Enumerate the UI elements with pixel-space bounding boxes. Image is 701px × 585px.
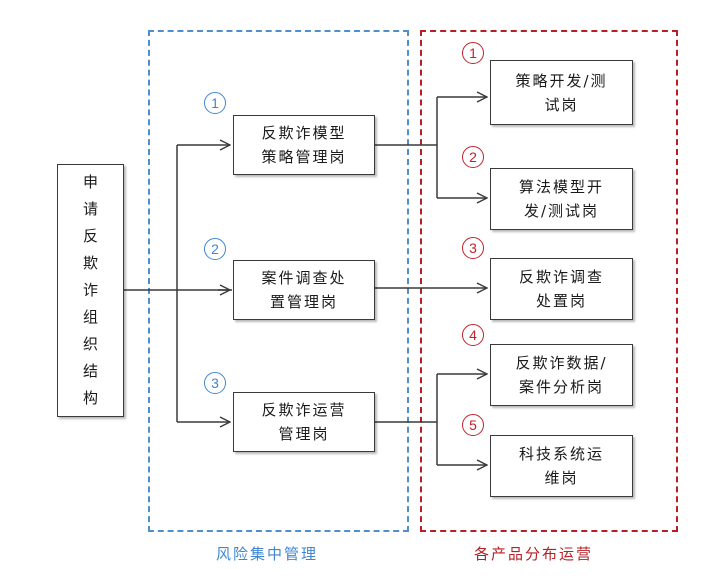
product-role-5-node: 科技系统运 维岗	[490, 435, 633, 497]
product-role-4-number-marker: 4	[462, 324, 484, 346]
product-role-2-label: 算法模型开 发/测试岗	[518, 178, 604, 220]
root-label-char: 结	[82, 362, 98, 380]
risk-role-2-number: 2	[211, 241, 219, 257]
risk-role-3-number-marker: 3	[204, 372, 226, 394]
product-role-5-number-marker: 5	[462, 414, 484, 436]
risk-role-3-number: 3	[211, 375, 219, 391]
product-role-3-label: 反欺诈调查 处置岗	[518, 268, 604, 310]
product-role-4-number: 4	[469, 327, 477, 343]
risk-role-1-label: 反欺诈模型 策略管理岗	[261, 124, 347, 166]
product-role-2-number: 2	[469, 149, 477, 165]
root-label-char: 织	[82, 335, 98, 353]
root-label-char: 反	[82, 227, 98, 245]
root-label-char: 诈	[82, 281, 98, 299]
risk-group-caption: 风险集中管理	[216, 545, 319, 563]
risk-group-frame	[148, 30, 409, 532]
product-role-3-node: 反欺诈调查 处置岗	[490, 258, 633, 320]
product-role-1-label: 策略开发/测 试岗	[515, 71, 608, 114]
root-label-char: 请	[82, 200, 98, 218]
product-role-1-number-marker: 1	[462, 42, 484, 64]
risk-role-3-label: 反欺诈运营 管理岗	[261, 401, 347, 443]
product-role-1-number: 1	[469, 45, 477, 61]
product-group-caption: 各产品分布运营	[474, 545, 594, 563]
risk-role-2-label: 案件调查处 置管理岗	[261, 269, 347, 311]
risk-role-1-number-marker: 1	[204, 92, 226, 114]
product-role-2-node: 算法模型开 发/测试岗	[490, 168, 633, 230]
risk-role-3-node: 反欺诈运营 管理岗	[233, 392, 375, 452]
root-node-application-anti-fraud-organization: 申请反欺诈组织结构	[57, 164, 124, 417]
root-label-char: 构	[82, 389, 98, 407]
product-role-5-number: 5	[469, 417, 477, 433]
product-role-3-number-marker: 3	[462, 237, 484, 259]
risk-role-1-node: 反欺诈模型 策略管理岗	[233, 115, 375, 175]
risk-role-1-number: 1	[211, 95, 219, 111]
product-role-1-node: 策略开发/测 试岗	[490, 60, 633, 125]
product-role-4-node: 反欺诈数据/ 案件分析岗	[490, 344, 633, 406]
product-role-4-label: 反欺诈数据/ 案件分析岗	[515, 354, 608, 396]
product-role-5-label: 科技系统运 维岗	[518, 445, 604, 487]
risk-role-2-number-marker: 2	[204, 238, 226, 260]
risk-role-2-node: 案件调查处 置管理岗	[233, 260, 375, 320]
product-role-3-number: 3	[469, 240, 477, 256]
root-label-char: 欺	[82, 254, 98, 272]
product-role-2-number-marker: 2	[462, 146, 484, 168]
product-group-frame	[420, 30, 678, 532]
root-label-char: 申	[82, 173, 98, 191]
root-label-char: 组	[82, 308, 98, 326]
